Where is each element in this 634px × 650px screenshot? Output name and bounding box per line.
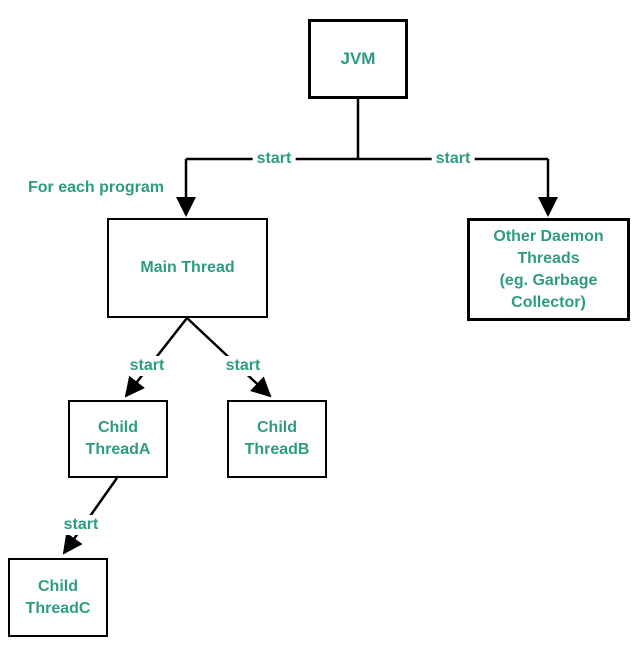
child-thread-b-node: Child ThreadB: [227, 400, 327, 478]
other-daemon-threads-node: Other Daemon Threads (eg. Garbage Collec…: [467, 218, 630, 321]
jvm-node: JVM: [308, 19, 408, 99]
child-thread-c-node: Child ThreadC: [8, 558, 108, 637]
for-each-program-label: For each program: [28, 179, 165, 196]
start-label-to-child-b: start: [221, 356, 265, 376]
start-label-to-main-thread: start: [252, 149, 296, 169]
start-label-to-child-a: start: [125, 356, 169, 376]
main-thread-node: Main Thread: [107, 218, 268, 318]
start-label-to-daemon-threads: start: [431, 149, 475, 169]
start-label-to-child-c: start: [59, 515, 103, 535]
child-thread-a-node: Child ThreadA: [68, 400, 168, 478]
